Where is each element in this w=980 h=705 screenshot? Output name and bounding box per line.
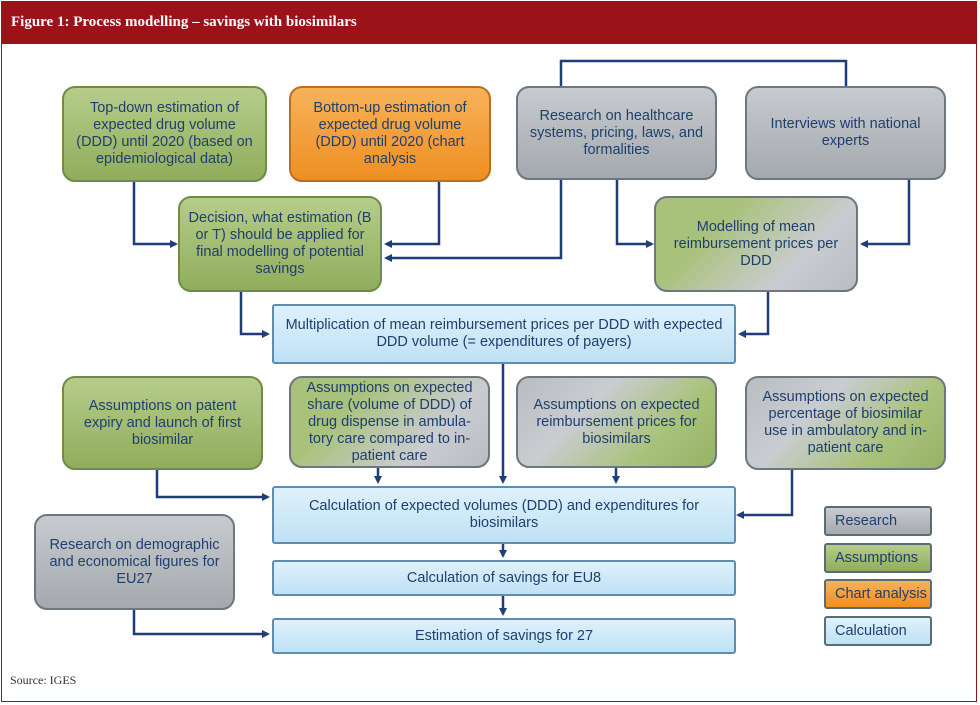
figure-title: Figure 1: Process modelling – savings wi… xyxy=(1,1,977,44)
legend-chart-analysis-label: Chart analysis xyxy=(835,586,927,602)
node-research-demographic: Research on demographic and economical f… xyxy=(34,514,235,610)
arrow-decision-multiplication xyxy=(239,292,270,338)
node-decision: Decision, what estimation (B or T) shoul… xyxy=(178,196,382,292)
node-multiplication: Multiplication of mean reimbursement pri… xyxy=(272,304,736,364)
node-decision-label: Decision, what estimation (B or T) shoul… xyxy=(188,210,372,277)
arrow-research-modelling xyxy=(615,180,654,248)
node-calc-eu8-label: Calculation of savings for EU8 xyxy=(406,569,602,586)
node-assumption-percentage-label: Assumptions on expected percentage of bi… xyxy=(762,389,929,456)
node-research-healthcare-label: Research on healthcare systems, pricing,… xyxy=(529,107,704,158)
node-interviews-label: Interviews with national experts xyxy=(770,116,921,149)
legend-assumptions: Assumptions xyxy=(824,543,932,573)
arrow-patent-calc xyxy=(155,470,270,501)
node-modelling-label: Modelling of mean reimbursement prices p… xyxy=(673,218,839,269)
node-topdown-estimation: Top-down estimation of expected drug vol… xyxy=(62,86,267,182)
arrow-percentage-calc xyxy=(736,470,794,519)
node-topdown-label: Top-down estimation of expected drug vol… xyxy=(76,100,253,167)
arrow-topdown-decision xyxy=(132,182,178,248)
node-calc-volumes-label: Calculation of expected volumes (DDD) an… xyxy=(308,498,700,531)
node-assumption-patent: Assumptions on patent expiry and launch … xyxy=(62,376,263,470)
node-research-demographic-label: Research on demographic and economical f… xyxy=(49,536,220,587)
arrow-modelling-multiplication xyxy=(738,292,770,338)
node-assumption-percentage: Assumptions on expected percentage of bi… xyxy=(745,376,946,470)
node-estimation-27: Estimation of savings for 27 xyxy=(272,618,736,654)
node-bottomup-label: Bottom-up estimation of expected drug vo… xyxy=(313,100,467,167)
node-modelling-prices: Modelling of mean reimbursement prices p… xyxy=(654,196,858,292)
node-bottomup-estimation: Bottom-up estimation of expected drug vo… xyxy=(289,86,491,182)
legend-chart-analysis: Chart analysis xyxy=(824,579,932,609)
legend-calculation: Calculation xyxy=(824,616,932,646)
legend-research: Research xyxy=(824,506,932,536)
node-assumption-prices: Assumptions on expected reimbursement pr… xyxy=(516,376,717,468)
source-note: Source: IGES xyxy=(10,673,77,687)
node-calc-volumes: Calculation of expected volumes (DDD) an… xyxy=(272,486,736,544)
node-assumption-prices-label: Assumptions on expected reimbursement pr… xyxy=(533,396,700,447)
node-calc-eu8: Calculation of savings for EU8 xyxy=(272,560,736,596)
legend-research-label: Research xyxy=(835,513,898,529)
node-research-healthcare: Research on healthcare systems, pricing,… xyxy=(516,86,717,180)
legend-assumptions-label: Assumptions xyxy=(835,550,919,566)
node-interviews: Interviews with national experts xyxy=(745,86,946,180)
legend-calculation-label: Calculation xyxy=(835,623,907,639)
arrow-interviews-modelling xyxy=(860,180,911,248)
node-multiplication-label: Multiplication of mean reimbursement pri… xyxy=(285,317,723,350)
arrow-research-decision xyxy=(384,180,563,262)
arrow-bottomup-decision xyxy=(384,182,441,248)
arrow-demographic-27 xyxy=(132,610,270,638)
node-assumption-share-label: Assumptions on expected share (volume of… xyxy=(306,379,473,464)
node-estimation-27-label: Estimation of savings for 27 xyxy=(414,627,594,644)
bracket-research-interviews xyxy=(559,59,848,86)
node-assumption-share: Assumptions on expected share (volume of… xyxy=(289,376,490,468)
node-assumption-patent-label: Assumptions on patent expiry and launch … xyxy=(83,397,242,448)
